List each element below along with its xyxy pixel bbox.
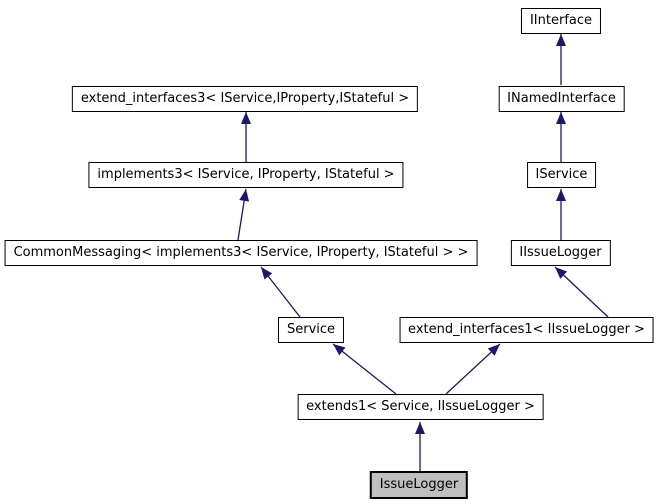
node-extend-interfaces1[interactable]: extend_interfaces1< IIssueLogger > bbox=[399, 317, 654, 343]
node-implements3[interactable]: implements3< IService, IProperty, IState… bbox=[88, 162, 404, 188]
node-iissuelogger[interactable]: IIssueLogger bbox=[510, 240, 611, 266]
edge-extends1-to-extend-interfaces1 bbox=[445, 343, 501, 395]
node-extend-interfaces3[interactable]: extend_interfaces3< IService,IProperty,I… bbox=[71, 85, 419, 112]
edge-extends1-to-service bbox=[332, 343, 397, 395]
node-inamedinterface[interactable]: INamedInterface bbox=[498, 85, 625, 112]
node-iservice[interactable]: IService bbox=[526, 162, 597, 188]
edge-service-to-commonmessaging bbox=[260, 266, 301, 318]
node-commonmessaging[interactable]: CommonMessaging< implements3< IService, … bbox=[4, 240, 478, 266]
edge-extend-interfaces1-to-iissuelogger bbox=[554, 266, 609, 318]
node-service[interactable]: Service bbox=[277, 317, 345, 343]
node-issuelogger: IssueLogger bbox=[369, 470, 469, 499]
node-extends1[interactable]: extends1< Service, IIssueLogger > bbox=[297, 394, 544, 420]
edge-commonmessaging-to-implements3 bbox=[237, 188, 250, 241]
node-iinterface[interactable]: IInterface bbox=[520, 7, 602, 34]
